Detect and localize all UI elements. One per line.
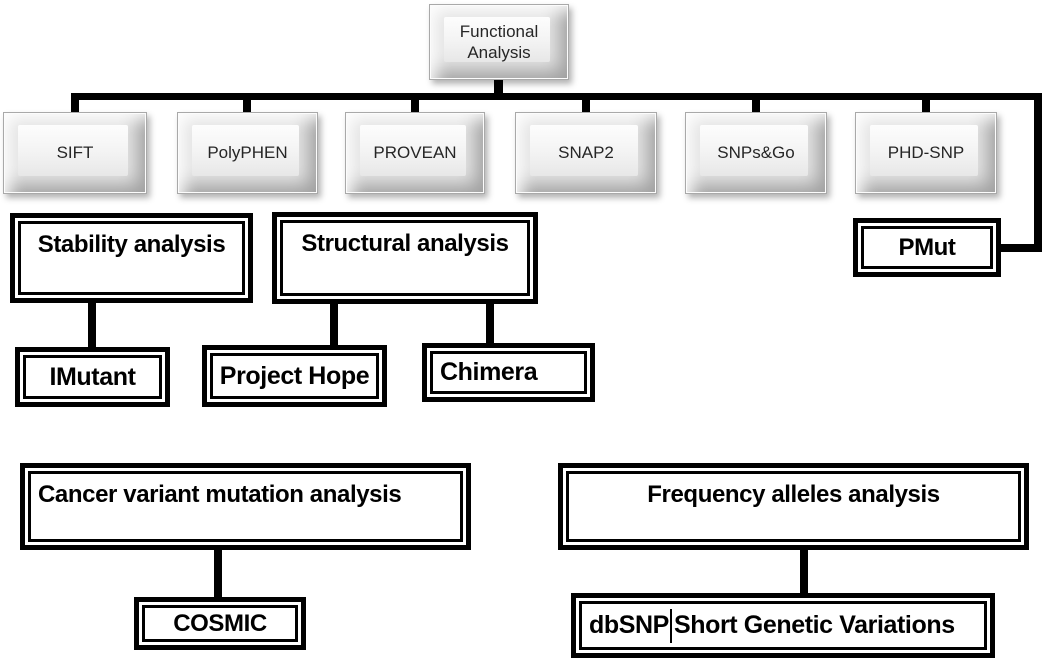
node-project-hope: Project Hope	[202, 345, 387, 407]
connector-horizontal-bar	[71, 93, 1042, 100]
node-stability-analysis: Stability analysis	[10, 213, 253, 303]
connector-stub-polyphen	[243, 99, 251, 113]
polyphen-label: PolyPHEN	[207, 143, 288, 163]
snps-go-label: SNPs&Go	[717, 143, 795, 163]
connector-root-trunk	[494, 76, 503, 95]
cosmic-label: COSMIC	[173, 609, 267, 637]
node-pmut: PMut	[853, 218, 1001, 277]
frequency-alleles-label: Frequency alleles analysis	[647, 481, 940, 508]
dbsnp-label: dbSNP	[589, 611, 669, 639]
snap2-label: SNAP2	[558, 143, 614, 163]
connector-stub-phdsnp	[922, 99, 930, 113]
node-imutant: IMutant	[15, 347, 170, 407]
connector-structural-projecthope	[330, 301, 338, 348]
phd-snp-label: PHD-SNP	[887, 143, 965, 163]
node-structural-analysis: Structural analysis	[272, 212, 538, 304]
connector-stub-snpsgo	[752, 99, 760, 113]
cancer-variant-label: Cancer variant mutation analysis	[38, 481, 402, 508]
node-functional-analysis: Functional Analysis	[429, 4, 569, 80]
node-cosmic: COSMIC	[134, 597, 306, 650]
connector-structural-chimera	[486, 301, 494, 346]
project-hope-label: Project Hope	[219, 361, 370, 390]
node-sift: SIFT	[3, 112, 147, 194]
connector-right-elbow-arm	[998, 244, 1042, 252]
functional-analysis-label: Functional Analysis	[459, 21, 539, 62]
connector-stub-provean	[411, 99, 419, 113]
node-snps-go: SNPs&Go	[685, 112, 827, 194]
connector-stability-imutant	[88, 300, 96, 350]
node-cancer-variant-analysis: Cancer variant mutation analysis	[20, 463, 471, 550]
node-polyphen: PolyPHEN	[177, 112, 318, 194]
dbsnp-suffix-label: Short Genetic Variations	[673, 611, 955, 639]
connector-frequency-dbsnp	[800, 547, 808, 596]
connector-stub-sift	[71, 99, 79, 113]
connector-right-elbow-vertical	[1034, 93, 1042, 252]
node-chimera: Chimera	[422, 343, 595, 402]
provean-label: PROVEAN	[373, 143, 457, 163]
connector-cancer-cosmic	[214, 547, 222, 600]
node-frequency-alleles-analysis: Frequency alleles analysis	[558, 463, 1029, 550]
structural-analysis-label: Structural analysis	[301, 230, 509, 257]
chimera-label: Chimera	[440, 358, 538, 386]
pmut-label: PMut	[898, 233, 956, 261]
node-snap2: SNAP2	[515, 112, 657, 194]
sift-label: SIFT	[56, 143, 94, 163]
connector-stub-snap2	[582, 99, 590, 113]
stability-analysis-label: Stability analysis	[37, 231, 226, 258]
node-phd-snp: PHD-SNP	[855, 112, 997, 194]
dbsnp-cursor-divider	[669, 608, 672, 643]
node-provean: PROVEAN	[345, 112, 485, 194]
imutant-label: IMutant	[49, 362, 136, 391]
